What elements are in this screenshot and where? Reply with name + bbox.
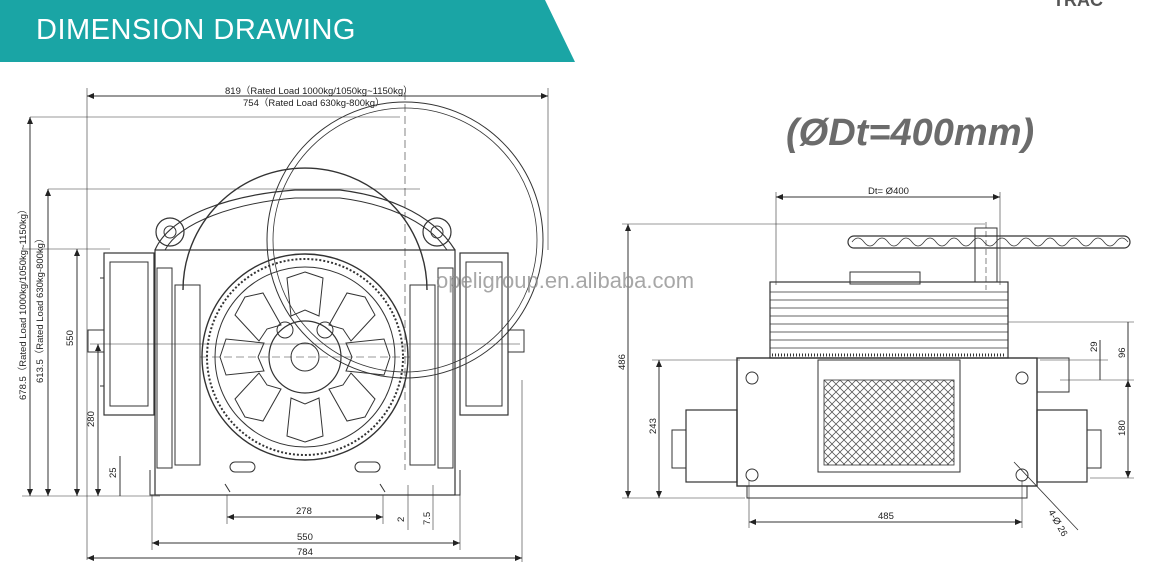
label-dt: Dt= Ø400 [868, 186, 909, 197]
label-hole: 4-Ø 26 [1045, 508, 1069, 539]
label-784: 784 [297, 547, 313, 558]
label-819: 819（Rated Load 1000kg/1050kg~1150kg） [225, 85, 413, 97]
label-7-5: 7.5 [422, 512, 433, 525]
label-2: 2 [396, 517, 407, 522]
label-678: 678.5（Rated Load 1000kg/1050kg~1150kg） [17, 204, 29, 400]
sheave-diameter-heading: (ØDt=400mm) [786, 112, 1035, 154]
label-613: 613.5（Rated Load 630kg-800kg） [34, 234, 46, 383]
corner-text-fragment: TRAC [1053, 0, 1103, 10]
leader-hole [1013, 461, 1079, 531]
label-25: 25 [108, 467, 119, 478]
header-banner: DIMENSION DRAWING [0, 0, 575, 62]
label-550-width: 550 [297, 532, 313, 543]
watermark-text: opeligroup.en.alibaba.com [436, 268, 695, 293]
label-754: 754（Rated Load 630kg-800kg） [243, 97, 385, 109]
label-486: 486 [617, 354, 628, 370]
header-banner-shape [0, 0, 575, 62]
label-278: 278 [296, 506, 312, 517]
label-96: 96 [1117, 347, 1128, 358]
page-title: DIMENSION DRAWING [36, 14, 356, 46]
label-550-height: 550 [65, 330, 76, 346]
label-280: 280 [86, 411, 97, 427]
label-243: 243 [648, 418, 659, 434]
label-29: 29 [1089, 341, 1100, 352]
front-view [22, 88, 549, 562]
front-view-labels: 819（Rated Load 1000kg/1050kg~1150kg） 754… [17, 85, 433, 558]
label-180: 180 [1117, 420, 1128, 436]
label-485: 485 [878, 511, 894, 522]
side-view [622, 192, 1134, 531]
